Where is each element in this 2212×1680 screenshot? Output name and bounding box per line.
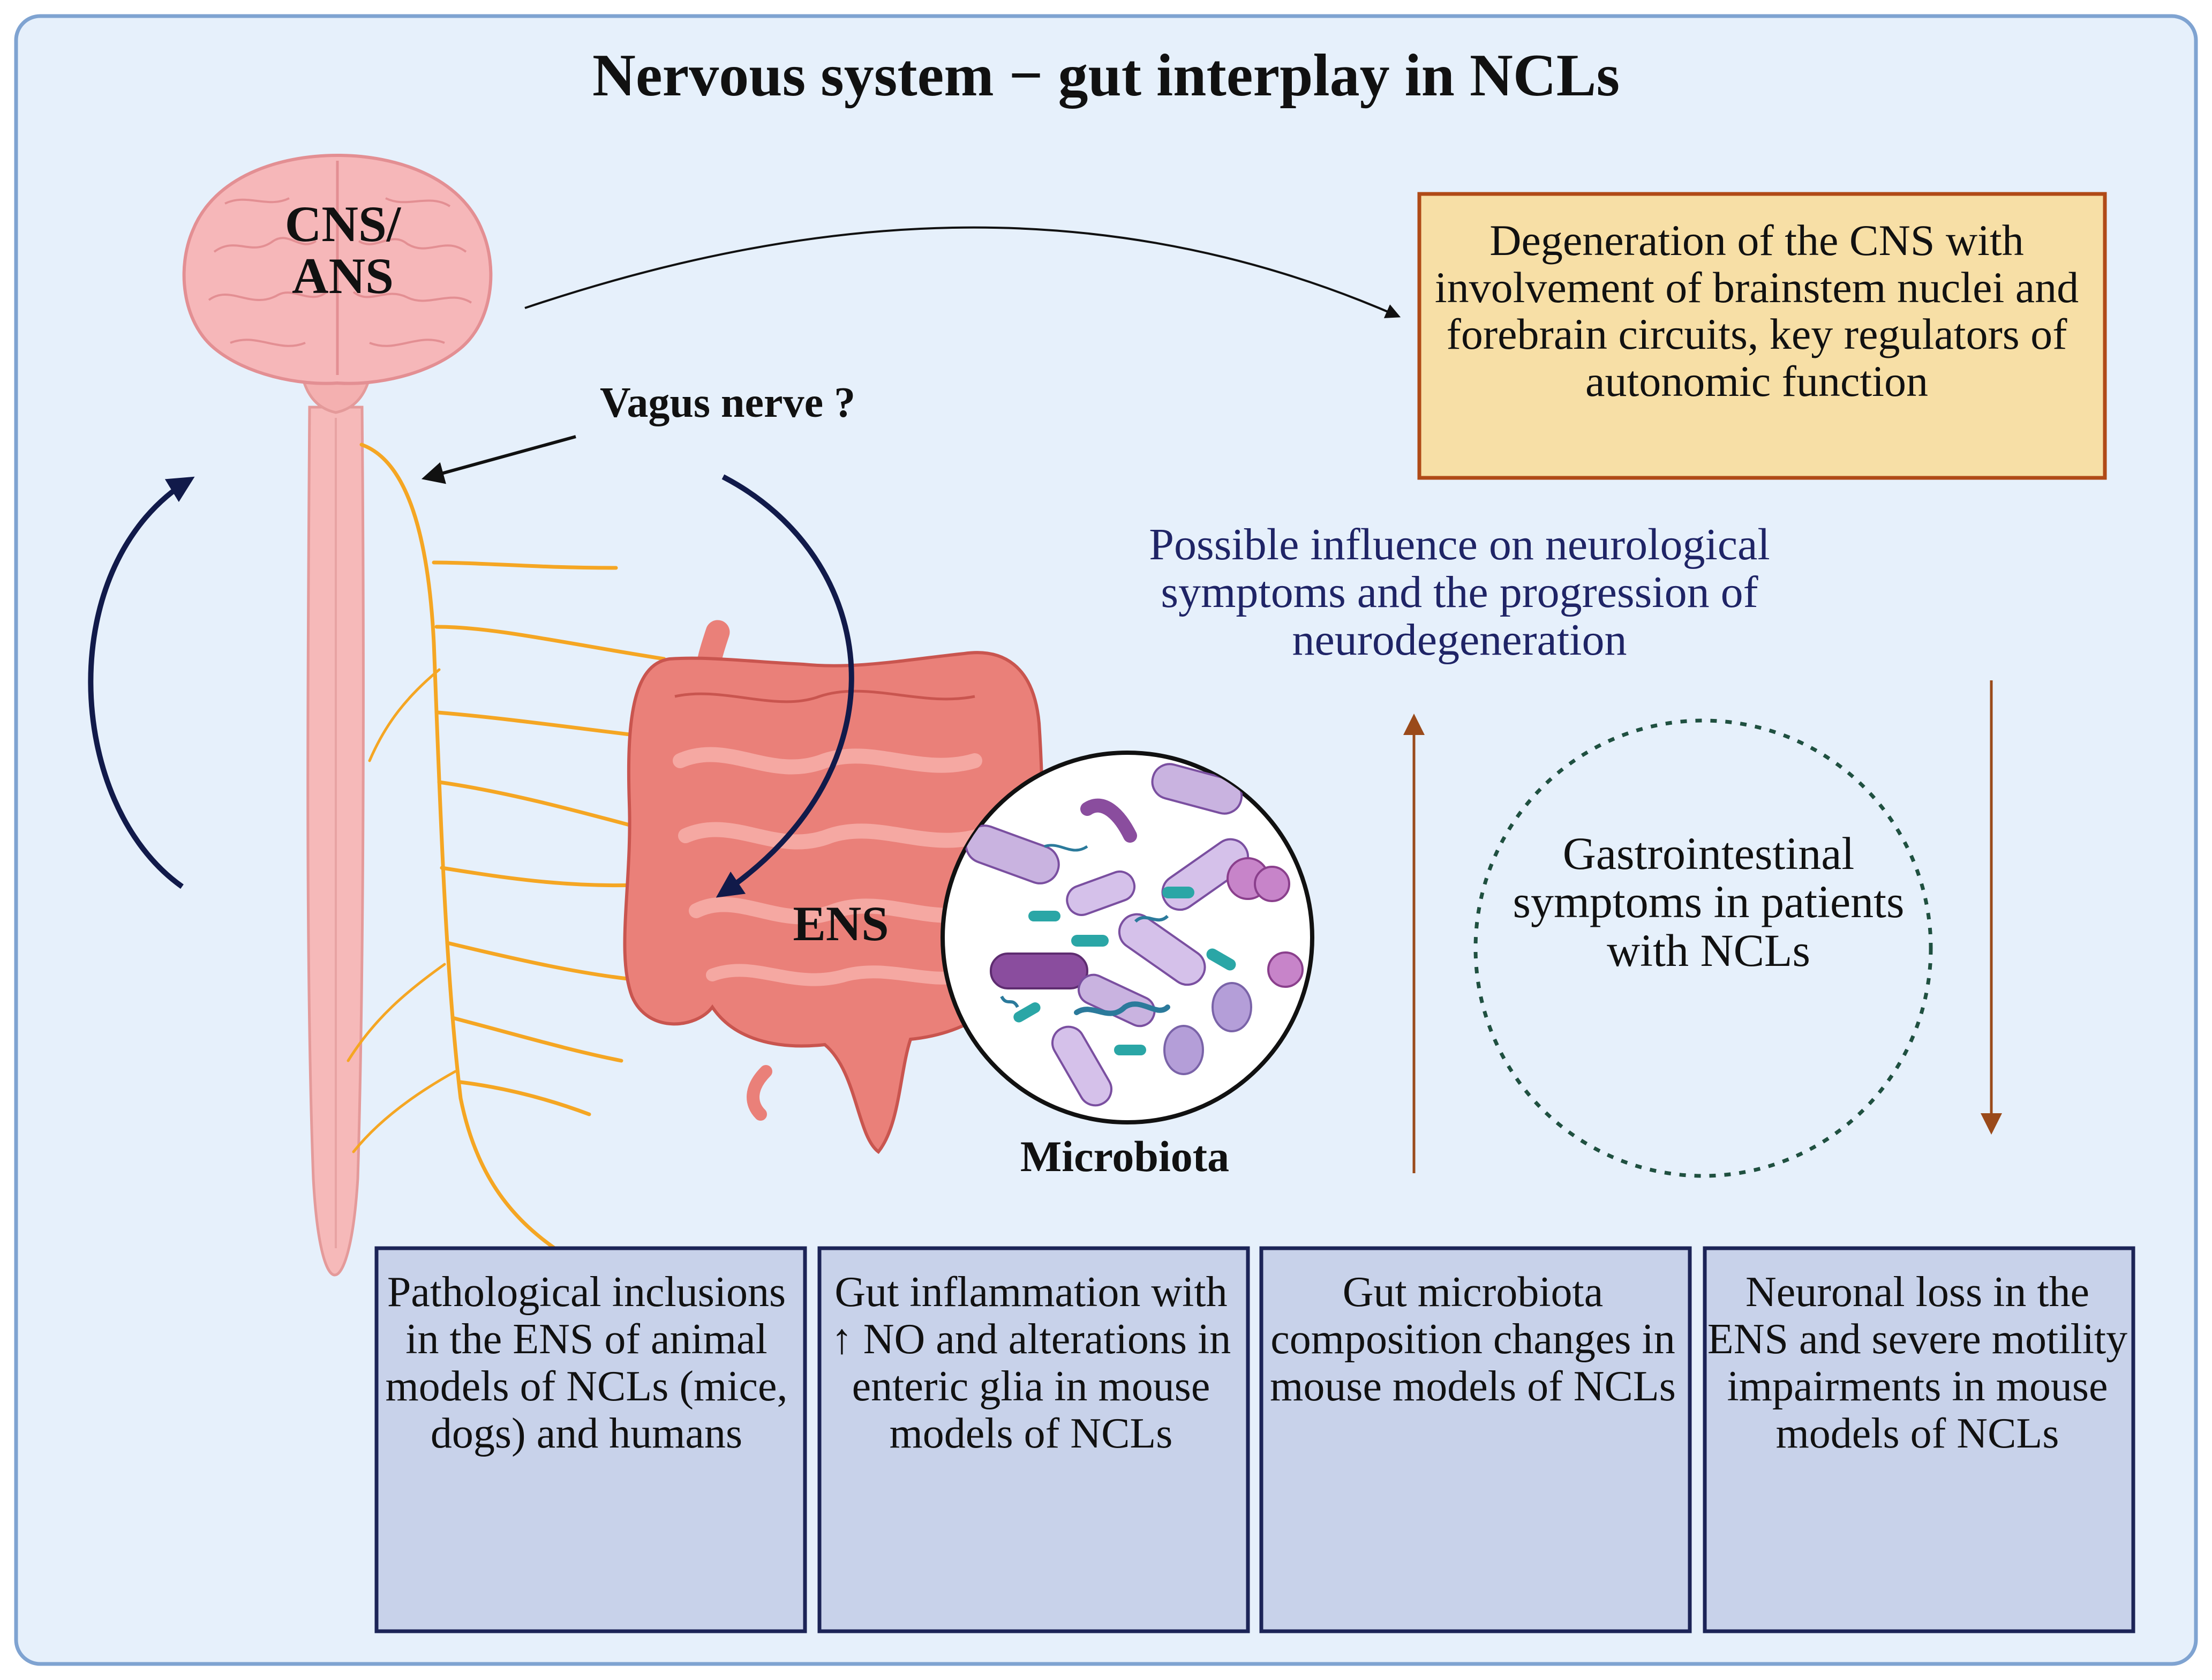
bottom-box-1-text: Pathological inclusions in the ENS of an…: [385, 1269, 788, 1457]
gi-symptoms-text: Gastrointestinal symptoms in patients wi…: [1513, 828, 1905, 976]
feedback-arrow-up: [88, 476, 195, 889]
bottom-box-4-text: Neuronal loss in the ENS and severe moti…: [1707, 1269, 2128, 1457]
degeneration-text: Degeneration of the CNS with involvement…: [1434, 216, 2079, 406]
microbiota-label: Microbiota: [1020, 1132, 1230, 1181]
influence-text: Possible influence on neurological sympt…: [1149, 520, 1770, 665]
bottom-box-3-text: Gut microbiota composition changes in mo…: [1270, 1269, 1676, 1410]
vagus-pointer-arrow: [421, 435, 576, 484]
degeneration-box: [1417, 192, 2107, 480]
bacteria-icon: [941, 751, 1314, 1124]
gi-symptoms-circle: [1473, 718, 1933, 1178]
nerve-fibers-icon: [347, 442, 672, 1256]
intestine-icon: [623, 620, 1044, 1154]
vagus-label: Vagus nerve ?: [600, 379, 856, 426]
bottom-box-2-text: Gut inflammation with ↑ NO and alteratio…: [831, 1269, 1231, 1457]
vagus-arrow-down: [716, 474, 854, 898]
bottom-box-3: [1259, 1246, 1692, 1633]
figure-title: Nervous system − gut interplay in NCLs: [592, 42, 1620, 109]
cns-label: CNS/ ANS: [284, 196, 401, 304]
bottom-box-2: [817, 1246, 1250, 1633]
ens-label: ENS: [793, 896, 889, 951]
bottom-box-1: [374, 1246, 807, 1633]
bottom-box-4: [1703, 1246, 2135, 1633]
brain-icon: [182, 153, 493, 385]
cns-to-degeneration-arrow: [524, 226, 1401, 318]
